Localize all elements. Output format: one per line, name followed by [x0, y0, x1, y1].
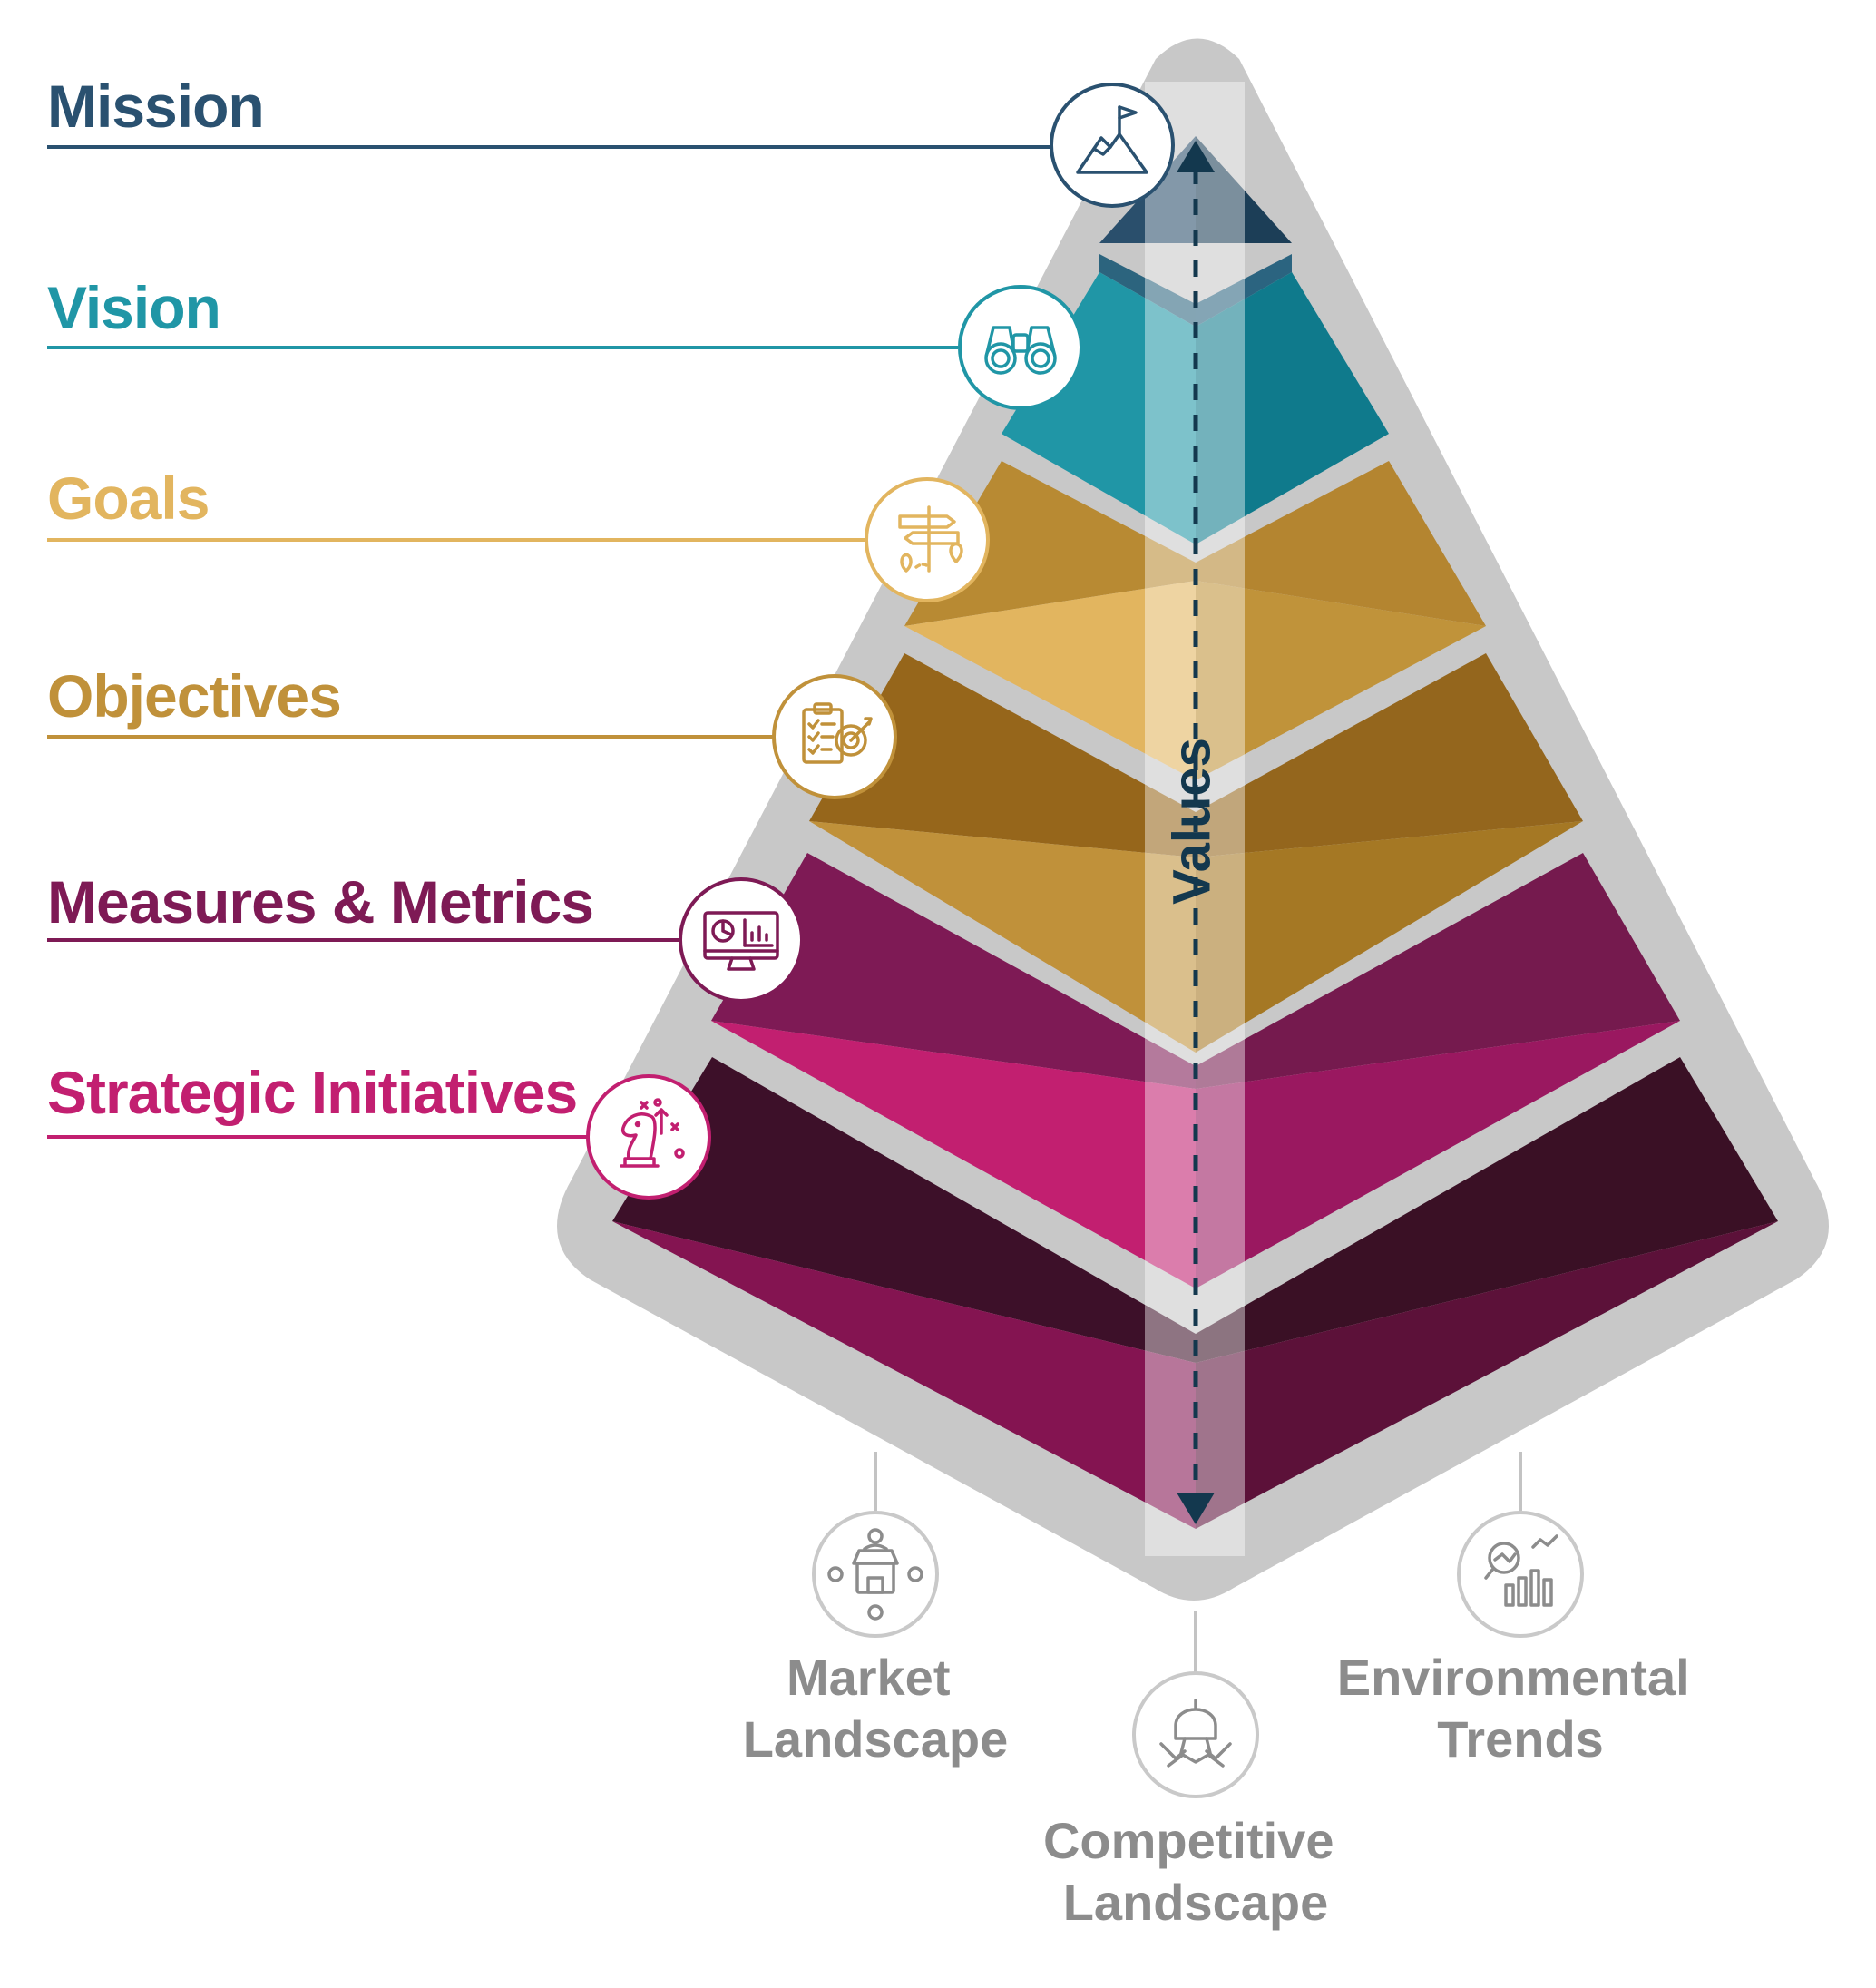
tier-block-measures [711, 853, 1680, 1288]
tier-block-initiatives [612, 1057, 1778, 1529]
factor-label-competitive: Competitive Landscape [1043, 1812, 1348, 1931]
factor-label-market-line2: Landscape [743, 1710, 1009, 1768]
magnifier-chart-icon [1457, 1511, 1584, 1638]
mountain-flag-icon [1050, 83, 1175, 208]
external-connectors [874, 1452, 1522, 1674]
tier-title-objectives: Objectives [47, 662, 341, 730]
factor-label-competitive-line1: Competitive [1043, 1812, 1334, 1869]
tier-label-mission: Mission [47, 73, 1050, 149]
tier-label-objectives: Objectives [47, 662, 773, 739]
tier-block-objectives [809, 653, 1583, 1053]
handshake-helmet-icon [1132, 1671, 1259, 1798]
factor-label-environmental: Environmental Trends [1337, 1649, 1705, 1768]
tier-title-vision: Vision [47, 274, 220, 341]
factor-label-market-line1: Market [787, 1649, 951, 1706]
tier-title-goals: Goals [47, 465, 209, 532]
tier-title-mission: Mission [47, 73, 264, 140]
factor-label-market: Market Landscape [743, 1649, 1009, 1768]
binoculars-icon [958, 285, 1083, 410]
tier-title-measures: Measures & Metrics [47, 868, 593, 935]
signpost-route-icon [865, 477, 990, 602]
factor-label-environmental-line1: Environmental [1337, 1649, 1690, 1706]
tier-label-initiatives: Strategic Initiatives [47, 1059, 588, 1139]
factor-label-competitive-line2: Landscape [1063, 1874, 1329, 1931]
values-axis-label: Values [1162, 738, 1221, 905]
tier-label-measures: Measures & Metrics [47, 868, 679, 942]
checklist-target-icon [772, 674, 897, 799]
tier-label-goals: Goals [47, 465, 865, 542]
tier-block-goals [904, 461, 1486, 780]
factor-label-environmental-line2: Trends [1437, 1710, 1604, 1768]
chess-knight-strategy-icon [586, 1074, 711, 1200]
monitor-dashboard-icon [679, 877, 804, 1003]
market-people-icon [812, 1511, 939, 1638]
tier-block-vision [1002, 254, 1389, 544]
tier-label-vision: Vision [47, 274, 958, 349]
tier-title-initiatives: Strategic Initiatives [47, 1059, 577, 1126]
values-arrow [1177, 141, 1215, 1524]
